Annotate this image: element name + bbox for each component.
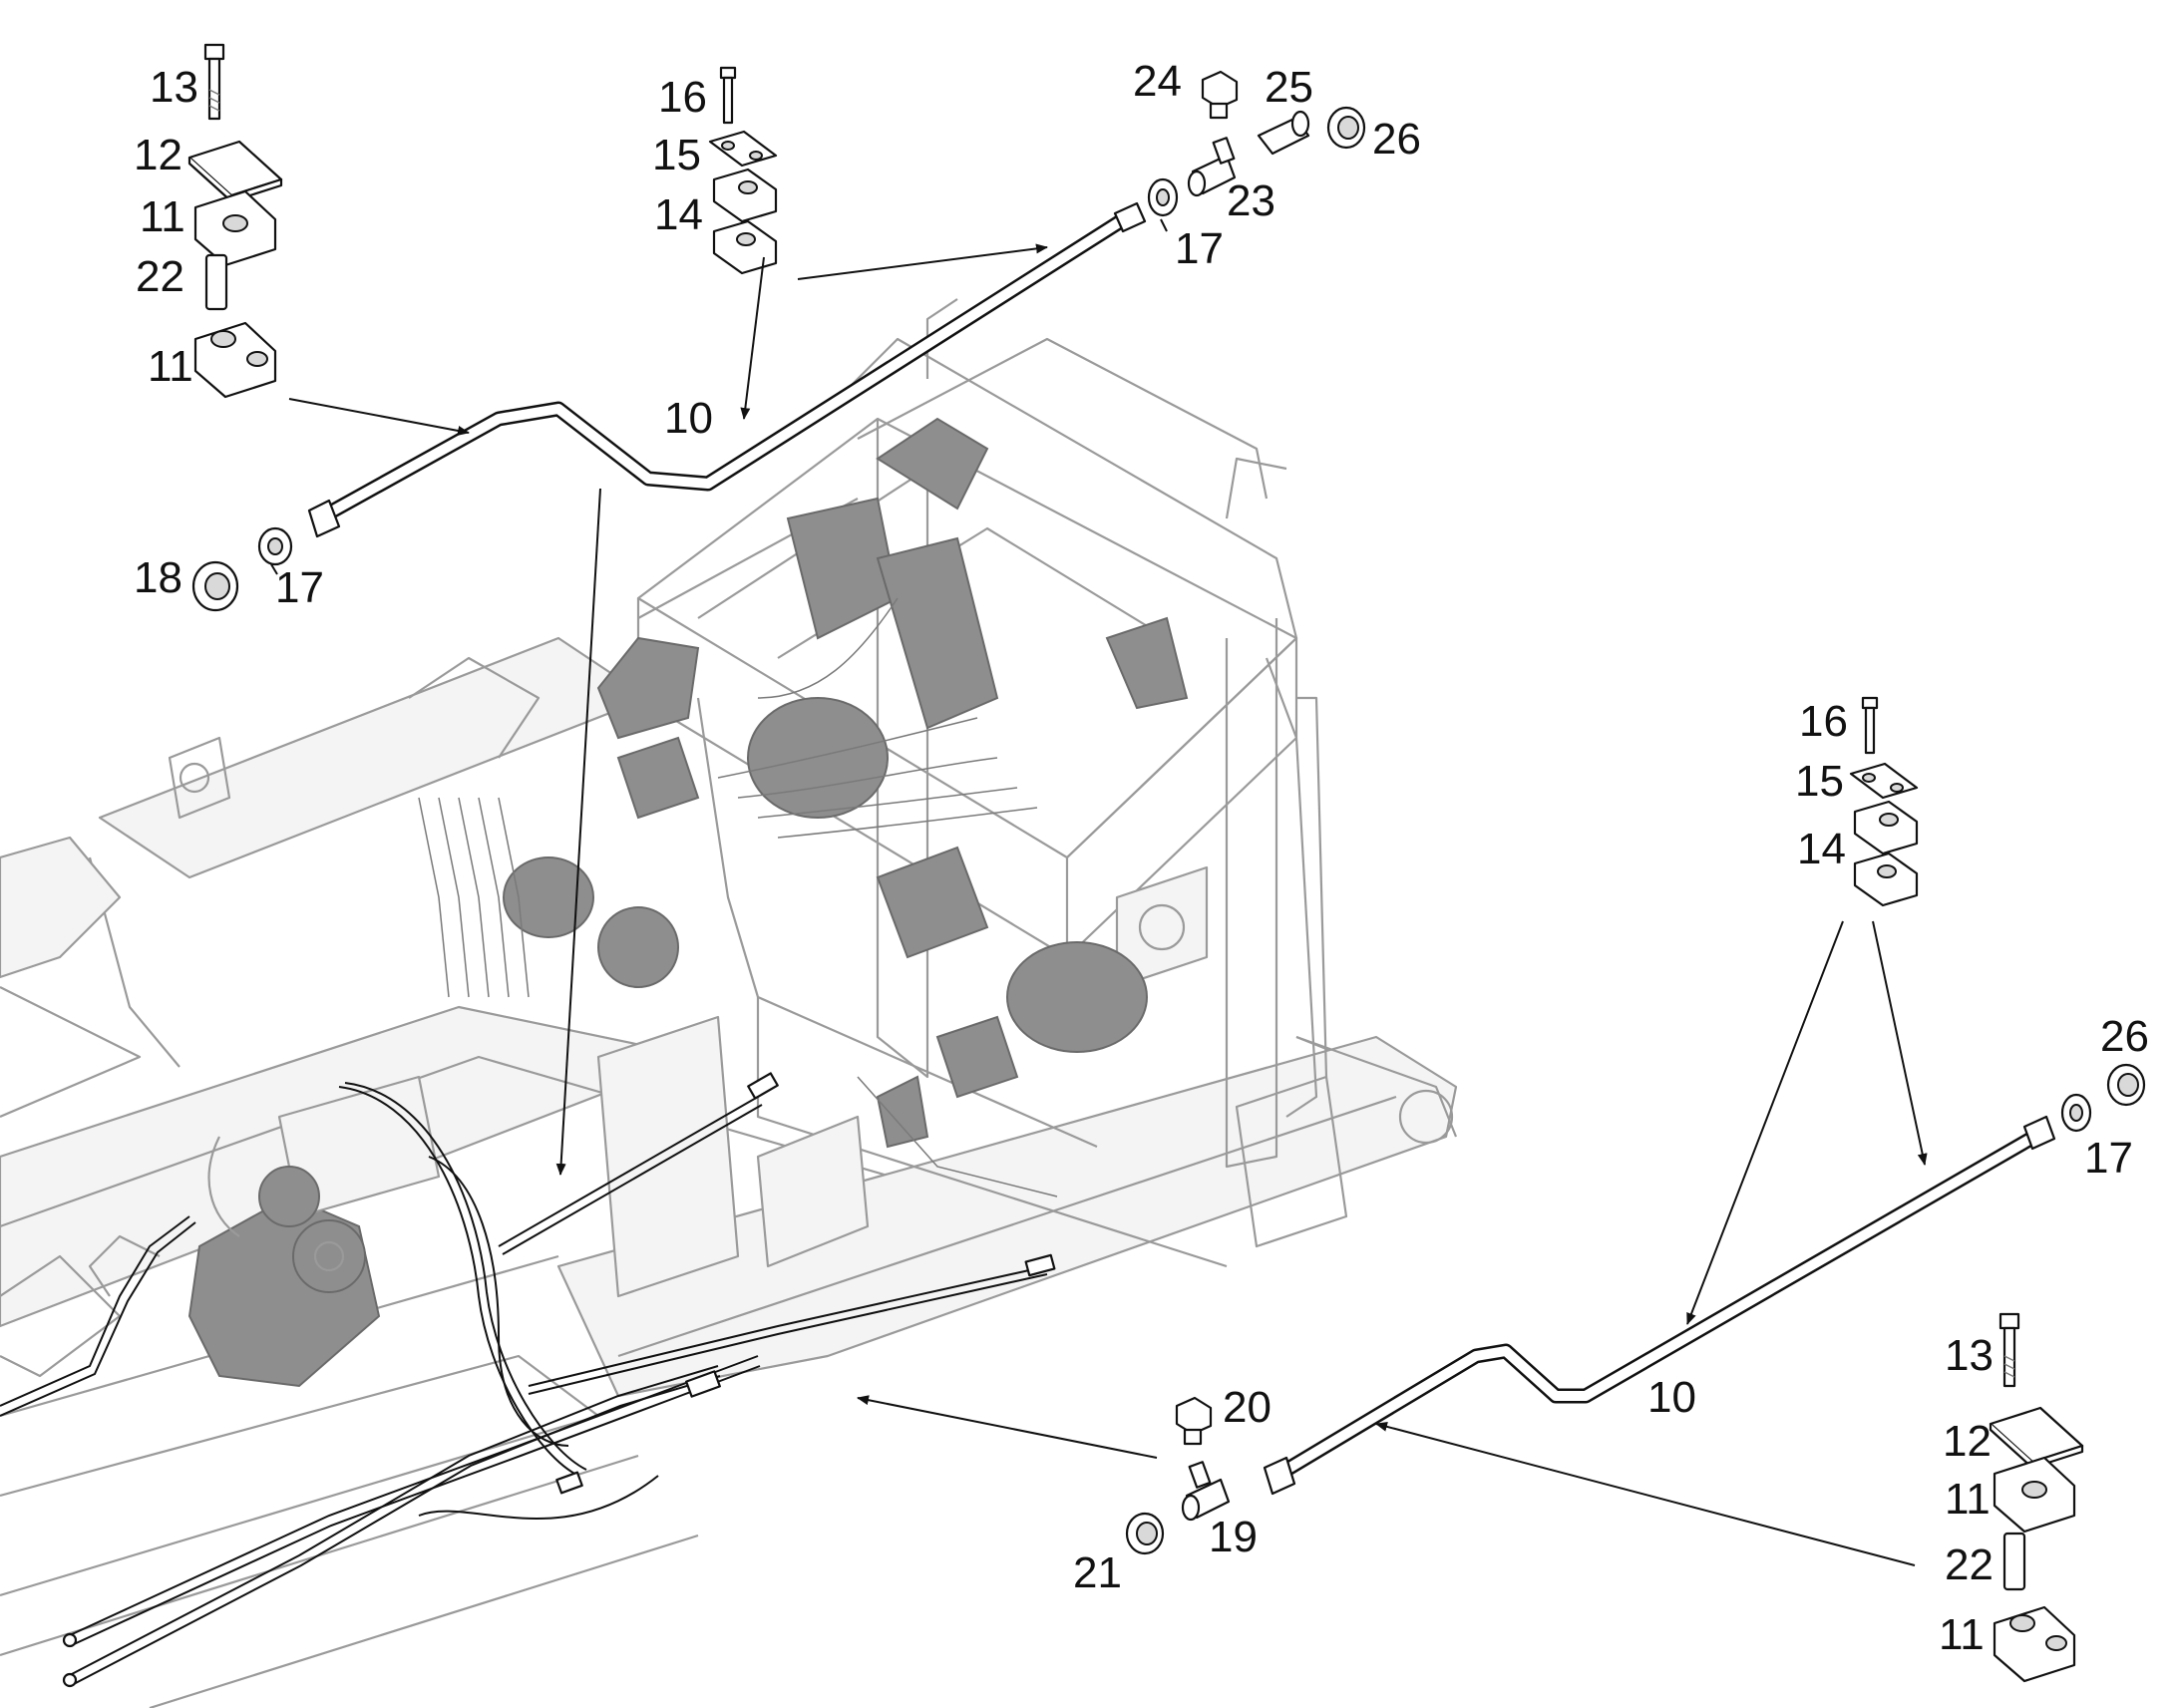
bolt-13-bottom-right bbox=[1998, 1312, 2020, 1388]
callout-26-right: 26 bbox=[2100, 1012, 2149, 1061]
clamp-stack-top-center bbox=[708, 66, 778, 275]
leader-22-to-pipe-bottom bbox=[1375, 1421, 1916, 1566]
clamp-half-11-bottom-right-lower bbox=[1993, 1605, 2076, 1683]
callout-24: 24 bbox=[1133, 57, 1182, 106]
plug-18 bbox=[191, 560, 239, 612]
callout-17-right: 17 bbox=[2084, 1134, 2133, 1183]
transmission bbox=[88, 1075, 441, 1388]
clamp-half-11-top-left-upper bbox=[193, 189, 277, 267]
fittings-bottom-center bbox=[1125, 1396, 1231, 1555]
clamp-half-14-right-upper bbox=[1853, 800, 1919, 855]
plate-15-top bbox=[708, 130, 778, 168]
callout-labels: 13 12 11 22 11 16 15 14 10 24 25 26 23 1… bbox=[134, 57, 2149, 1659]
clamp-half-14-right-lower bbox=[1853, 852, 1919, 907]
leader-to-pipe-top-right bbox=[797, 243, 1048, 280]
bolt-16-top bbox=[719, 66, 737, 125]
callout-11-top-left-lower: 11 bbox=[148, 342, 193, 391]
callout-10-top: 10 bbox=[664, 394, 713, 443]
clamp-stack-top-left bbox=[187, 43, 283, 399]
nut-17-top bbox=[1147, 177, 1179, 217]
callout-22-top-left: 22 bbox=[136, 252, 184, 301]
callout-10-bottom: 10 bbox=[1647, 1373, 1696, 1422]
nut-17-left bbox=[257, 526, 293, 566]
bolt-13-top-left bbox=[203, 43, 225, 121]
spacer-22-top-left bbox=[204, 253, 228, 311]
nut-17-right bbox=[2060, 1093, 2092, 1133]
callout-12-top-left: 12 bbox=[134, 131, 182, 179]
plate-12-top-left bbox=[187, 140, 283, 203]
callout-17-top: 17 bbox=[1175, 224, 1224, 273]
clamp-half-14-top-lower bbox=[712, 219, 778, 275]
callout-17-left: 17 bbox=[275, 563, 324, 612]
elbow-25 bbox=[1257, 110, 1310, 156]
leader-11-to-pipe-top bbox=[288, 398, 470, 436]
callout-21: 21 bbox=[1073, 1548, 1122, 1597]
callout-11-top-left-upper: 11 bbox=[140, 192, 185, 241]
cap-20 bbox=[1175, 1396, 1213, 1446]
clamp-stack-bottom-right bbox=[1989, 1312, 2084, 1683]
callout-25: 25 bbox=[1265, 63, 1313, 112]
callout-19: 19 bbox=[1209, 1513, 1258, 1561]
plug-26-top bbox=[1326, 106, 1366, 150]
leader-14-right-to-pipe-lower bbox=[1686, 920, 1844, 1325]
leader-to-frame-lines bbox=[555, 488, 601, 1176]
brake-lines bbox=[0, 1072, 1056, 1688]
leader-17-left bbox=[270, 563, 278, 575]
plate-15-right bbox=[1849, 762, 1919, 800]
callout-15-right: 15 bbox=[1795, 757, 1844, 806]
clamp-half-14-top-upper bbox=[712, 168, 778, 223]
leader-19-to-frame bbox=[857, 1395, 1158, 1459]
callout-18: 18 bbox=[134, 553, 182, 602]
spacer-22-bottom-right bbox=[2002, 1532, 2026, 1591]
plug-26-right bbox=[2106, 1063, 2146, 1107]
cap-24 bbox=[1201, 70, 1239, 120]
callout-16-right: 16 bbox=[1799, 697, 1848, 746]
callout-23: 23 bbox=[1227, 176, 1275, 225]
machine-background bbox=[0, 298, 1458, 1708]
callout-13-bottom-right: 13 bbox=[1945, 1331, 1994, 1380]
tee-19 bbox=[1181, 1461, 1231, 1522]
callout-16-top: 16 bbox=[658, 73, 707, 122]
fittings-top-right bbox=[1147, 70, 1366, 217]
plate-12-bottom-right bbox=[1989, 1406, 2084, 1470]
fittings-right bbox=[2060, 1063, 2146, 1133]
callout-20: 20 bbox=[1223, 1383, 1272, 1432]
callout-14-right: 14 bbox=[1797, 825, 1846, 873]
pipe-bottom bbox=[1263, 1115, 2056, 1496]
tee-23 bbox=[1187, 137, 1237, 197]
clamp-half-11-bottom-right-upper bbox=[1993, 1456, 2076, 1534]
plug-21 bbox=[1125, 1512, 1165, 1555]
leader-14-to-pipe-top bbox=[740, 256, 765, 420]
callout-15-top: 15 bbox=[652, 131, 701, 179]
clamp-half-11-top-left-lower bbox=[193, 321, 277, 399]
clamp-stack-right bbox=[1849, 696, 1919, 907]
fittings-left bbox=[191, 526, 293, 612]
bolt-16-right bbox=[1861, 696, 1879, 755]
callout-11-bottom-right-upper: 11 bbox=[1945, 1475, 1991, 1524]
callout-11-bottom-right-lower: 11 bbox=[1939, 1610, 1985, 1659]
frame-rails bbox=[0, 636, 1458, 1708]
fan-and-hoses bbox=[418, 417, 1189, 1197]
callout-22-bottom-right: 22 bbox=[1945, 1540, 1994, 1589]
callout-12-bottom-right: 12 bbox=[1943, 1417, 1992, 1466]
callout-14-top: 14 bbox=[654, 190, 703, 239]
leader-14-right-to-pipe-upper bbox=[1872, 920, 1928, 1166]
leader-lines bbox=[270, 218, 1928, 1566]
callout-13-top-left: 13 bbox=[150, 63, 198, 112]
callout-26-top: 26 bbox=[1372, 115, 1421, 164]
leader-17-top bbox=[1160, 218, 1168, 232]
